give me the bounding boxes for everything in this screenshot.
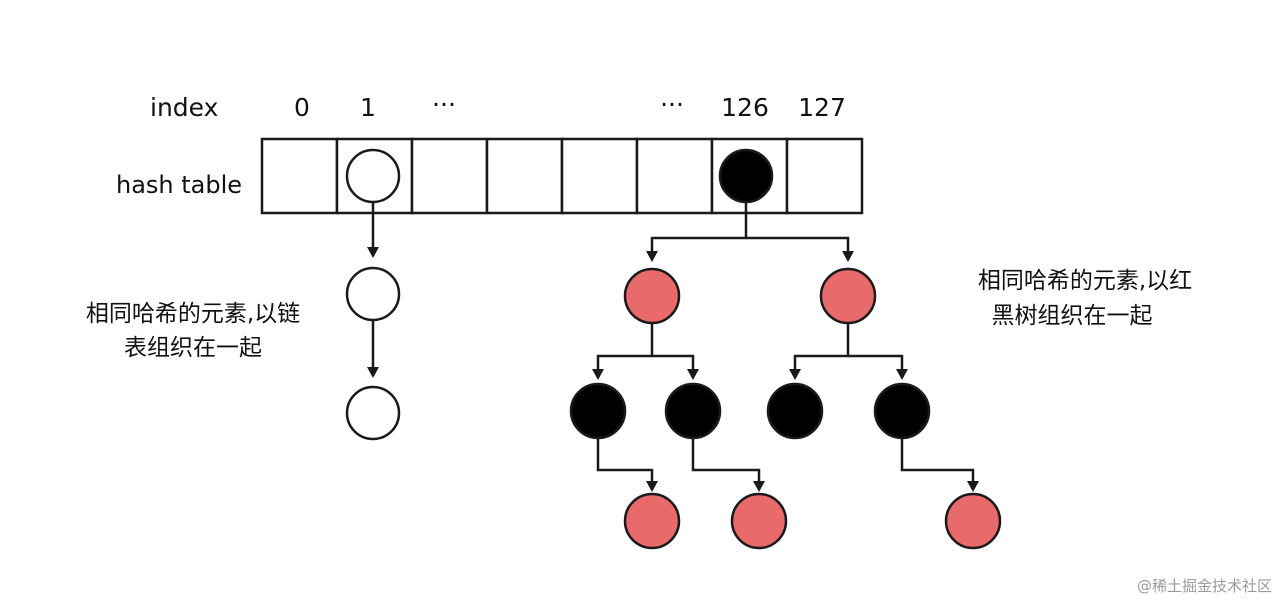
tree-edge [596, 438, 658, 492]
linked-list-note-line-2: 表组织在一起 [124, 335, 262, 361]
black-node-root [718, 148, 774, 204]
tree-edge [691, 438, 765, 492]
index-127: 127 [798, 93, 846, 122]
bucket [560, 137, 639, 215]
bucket-127 [785, 137, 864, 215]
list-node [345, 385, 401, 441]
red-node [944, 492, 1002, 550]
index-ellipsis-right: ··· [660, 90, 684, 119]
tree-note-line-2: 黑树组织在一起 [992, 303, 1153, 329]
index-1: 1 [360, 93, 376, 122]
tree-edge [900, 438, 979, 492]
tree-edge [746, 236, 854, 262]
black-node [664, 382, 722, 440]
linked-list-note-line-1: 相同哈希的元素,以链 [86, 301, 300, 327]
hash-table [260, 137, 864, 215]
black-node [873, 382, 931, 440]
watermark: @稀土掘金技术社区 [1137, 577, 1272, 595]
red-node [730, 492, 788, 550]
black-node [569, 382, 627, 440]
bucket [485, 137, 564, 215]
red-node [623, 267, 681, 325]
bucket [410, 137, 489, 215]
tree-edge [848, 354, 908, 380]
tree-edge [789, 323, 850, 380]
linked-list-note: 相同哈希的元素,以链 表组织在一起 [86, 301, 300, 361]
bucket [635, 137, 714, 215]
tree-edge [592, 323, 654, 380]
index-0: 0 [294, 93, 310, 122]
red-black-tree [569, 148, 1002, 550]
list-node [345, 148, 401, 204]
linked-list [345, 148, 401, 441]
index-126: 126 [721, 93, 769, 122]
red-black-tree-note: 相同哈希的元素,以红 黑树组织在一起 [978, 268, 1192, 329]
tree-edges [592, 202, 979, 492]
red-node [623, 492, 681, 550]
red-node [819, 267, 877, 325]
tree-note-line-1: 相同哈希的元素,以红 [978, 268, 1192, 294]
hash-table-label: hash table [116, 171, 242, 199]
tree-edge [646, 202, 748, 262]
list-node [345, 266, 401, 322]
index-ellipsis-left: ··· [432, 90, 456, 119]
black-node [766, 382, 824, 440]
index-label: index [150, 93, 218, 122]
tree-edge [652, 354, 699, 380]
bucket-0 [260, 137, 339, 215]
